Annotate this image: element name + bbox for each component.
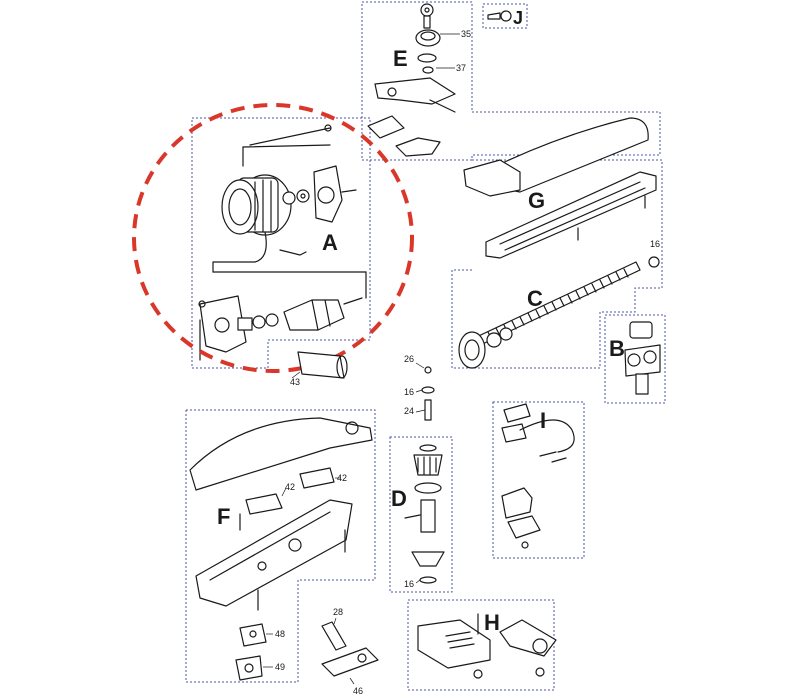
part-number-46: 46 <box>353 686 363 696</box>
group-d-gear-assembly <box>404 444 445 584</box>
group-label-i: I <box>540 408 546 433</box>
part-number-48: 48 <box>275 629 285 639</box>
part-number-43: 43 <box>290 377 300 387</box>
group-h-box <box>407 599 555 691</box>
group-label-e: E <box>393 46 408 71</box>
group-label-d: D <box>391 486 407 511</box>
part-16-nut <box>648 256 660 268</box>
group-label-c: C <box>527 286 543 311</box>
group-label-a: A <box>322 230 338 255</box>
part-number-42-a: 42 <box>285 482 295 492</box>
part-number-16-top: 16 <box>650 239 660 249</box>
group-b-box <box>604 314 666 404</box>
part-number-16-low: 16 <box>404 579 414 589</box>
part-number-49: 49 <box>275 662 285 672</box>
parts-48-49 <box>235 623 273 681</box>
group-e-box <box>361 1 661 161</box>
group-f-box <box>185 409 376 683</box>
group-label-b: B <box>609 336 625 361</box>
group-label-h: H <box>484 610 500 635</box>
part-number-26: 26 <box>404 354 414 364</box>
group-j-box <box>482 3 528 29</box>
group-c-worm-screw <box>458 261 641 369</box>
group-d-box <box>389 436 453 593</box>
part-number-28: 28 <box>333 607 343 617</box>
group-b-bracket <box>624 321 661 395</box>
highlight-circle <box>132 103 414 373</box>
shaft-stack <box>415 362 435 421</box>
group-label-g: G <box>528 188 545 213</box>
group-g-c-box <box>451 159 663 369</box>
part-number-37: 37 <box>456 63 466 73</box>
group-e-release-assembly <box>367 3 460 157</box>
part-number-16-mid: 16 <box>404 387 414 397</box>
group-label-f: F <box>217 504 230 529</box>
group-i-wiring <box>501 403 575 549</box>
group-a-box <box>191 117 371 369</box>
group-h-bracket-arm <box>417 613 557 679</box>
parts-28-46 <box>321 617 379 685</box>
group-g-cover-rail <box>463 117 657 259</box>
part-number-42-b: 42 <box>337 473 347 483</box>
part-43-sleeve <box>291 351 348 379</box>
group-label-j: J <box>513 8 523 28</box>
group-j-key <box>487 10 512 22</box>
group-i-box <box>492 401 585 559</box>
part-number-24: 24 <box>404 406 414 416</box>
group-a-motor-assembly <box>198 124 367 361</box>
group-f-housing <box>189 417 373 611</box>
part-number-35: 35 <box>461 29 471 39</box>
